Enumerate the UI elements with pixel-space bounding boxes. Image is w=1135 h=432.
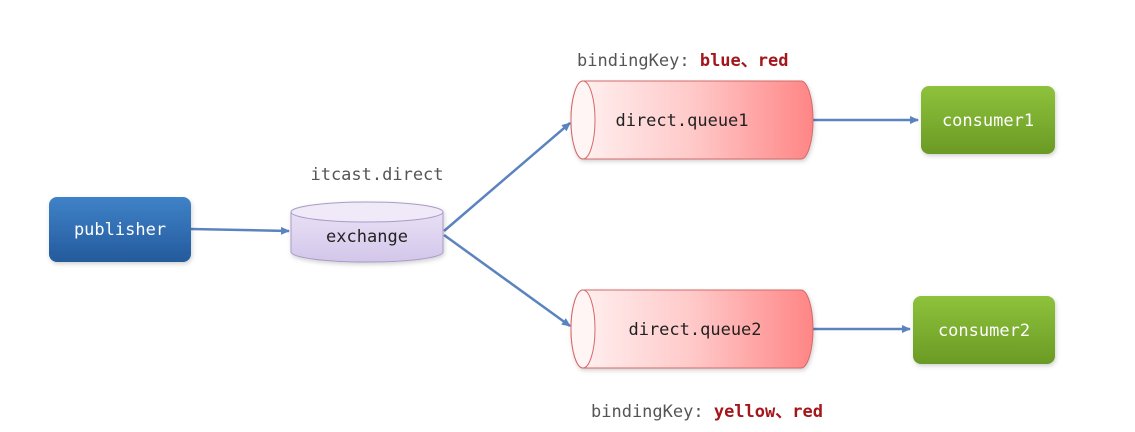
arrow-publisher-to-exchange bbox=[190, 226, 290, 235]
queue1-label: direct.queue1 bbox=[615, 111, 748, 131]
consumer2-node bbox=[913, 296, 1055, 364]
arrow-exchange-to-queue1 bbox=[443, 122, 571, 232]
consumer2-label: consumer2 bbox=[938, 321, 1030, 341]
consumer1-label: consumer1 bbox=[942, 111, 1034, 131]
consumer1-node bbox=[921, 86, 1055, 154]
queue2-node bbox=[570, 289, 814, 369]
arrow-exchange-to-queue2 bbox=[443, 233, 571, 328]
publisher-label: publisher bbox=[74, 220, 166, 240]
binding-key-queue2-prefix: bindingKey: bbox=[591, 402, 714, 422]
exchange-label: exchange bbox=[326, 227, 408, 247]
publisher-node bbox=[49, 197, 191, 262]
binding-key-queue1-prefix: bindingKey: bbox=[577, 51, 700, 71]
binding-key-queue2: bindingKey: yellow、red bbox=[591, 402, 823, 422]
exchange-name: itcast.direct bbox=[310, 165, 443, 185]
queue1-node bbox=[570, 80, 814, 160]
binding-key-queue1-values: blue、red bbox=[700, 51, 789, 71]
binding-key-queue2-values: yellow、red bbox=[714, 402, 823, 422]
queue2-label: direct.queue2 bbox=[628, 320, 761, 340]
binding-key-queue1: bindingKey: blue、red bbox=[577, 51, 788, 71]
exchange-node bbox=[290, 201, 444, 263]
